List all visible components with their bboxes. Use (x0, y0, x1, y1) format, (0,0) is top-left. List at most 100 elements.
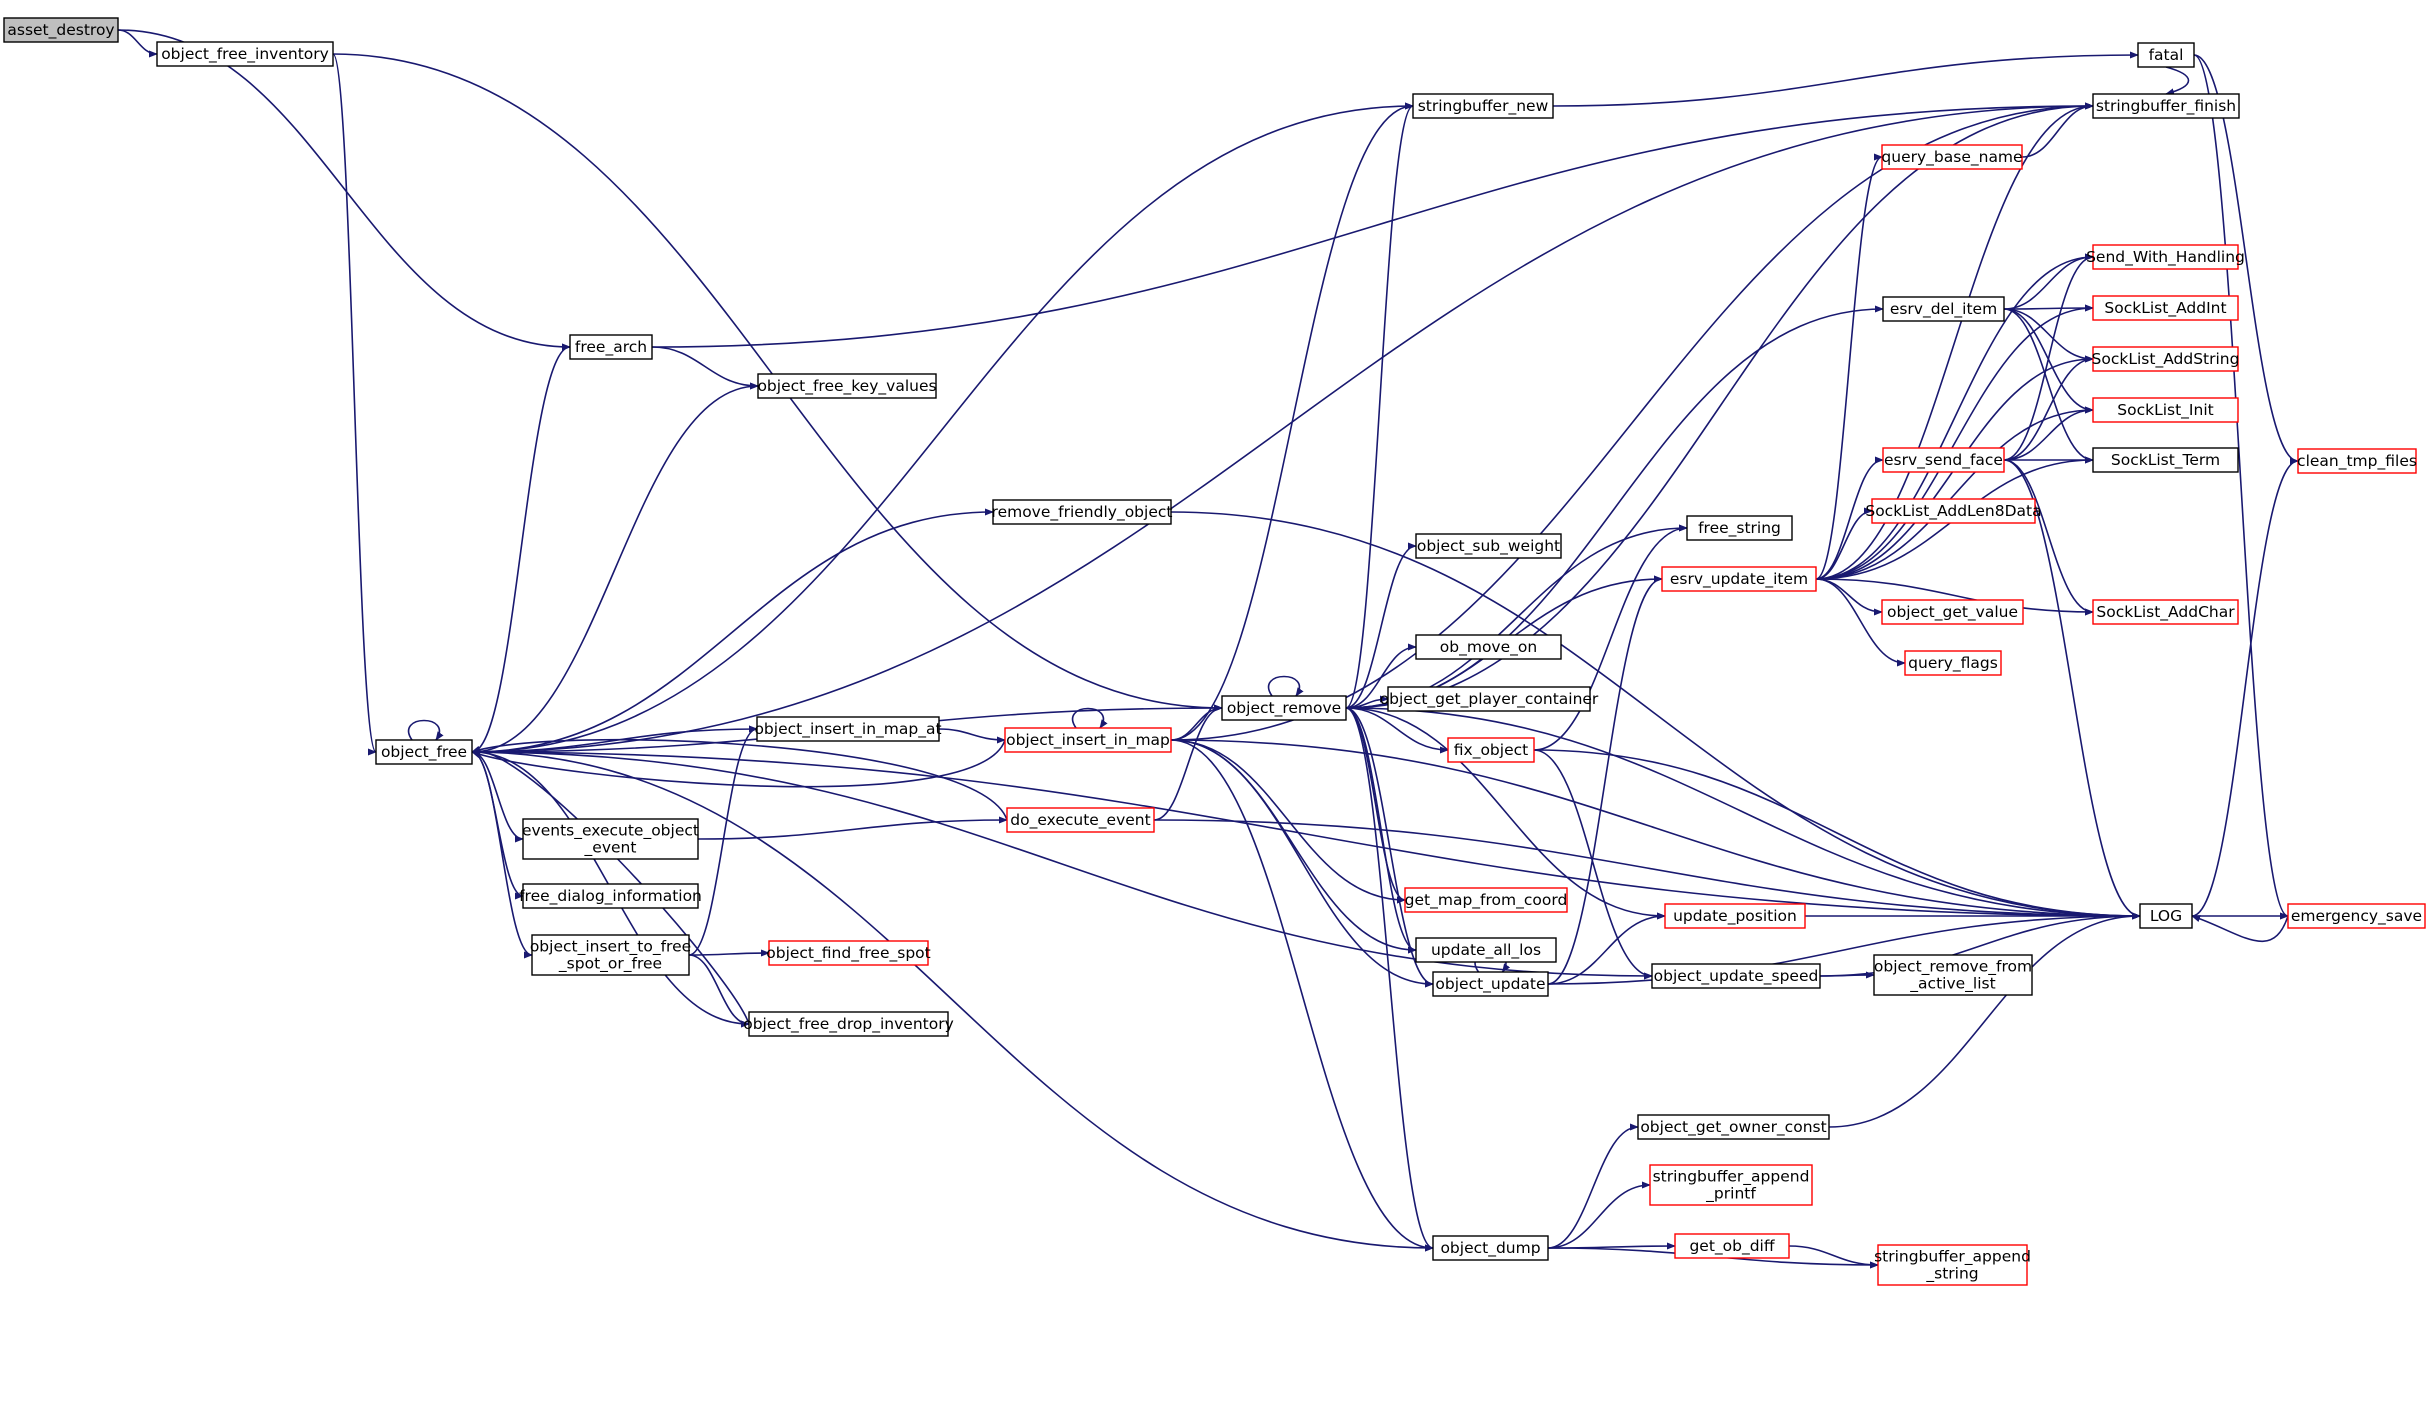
node-object_free_drop_inventory[interactable]: object_free_drop_inventory (743, 1011, 954, 1037)
node-fatal[interactable]: fatal (2137, 42, 2195, 68)
node-label: esrv_del_item (1890, 300, 1997, 319)
node-box (1881, 599, 2024, 625)
node-SockList_AddString[interactable]: SockList_AddString (2092, 346, 2240, 372)
node-object_update[interactable]: object_update (1432, 971, 1549, 997)
node-object_get_owner_const[interactable]: object_get_owner_const (1637, 1114, 1830, 1140)
edge-esrv_del_item-to-SockList_AddInt (2003, 304, 2094, 312)
node-get_ob_diff[interactable]: get_ob_diff (1674, 1233, 1790, 1259)
node-stringbuffer_finish[interactable]: stringbuffer_finish (2092, 93, 2240, 119)
node-label: events_execute_object_event (522, 822, 699, 858)
node-esrv_update_item[interactable]: esrv_update_item (1661, 566, 1817, 592)
node-label: object_update (1435, 975, 1545, 994)
node-label: object_free_drop_inventory (743, 1015, 954, 1034)
node-object_insert_in_map_at[interactable]: object_insert_in_map_at (754, 716, 942, 742)
node-label: SockList_AddChar (2096, 603, 2235, 622)
edge-esrv_update_item-to-stringbuffer_finish (1815, 102, 2094, 580)
node-update_position[interactable]: update_position (1664, 903, 1806, 929)
node-query_base_name[interactable]: query_base_name (1881, 144, 2023, 170)
node-box (1904, 650, 2002, 676)
node-asset_destroy[interactable]: asset_destroy (3, 17, 119, 43)
node-box (2092, 295, 2239, 321)
node-free_dialog_information[interactable]: free_dialog_information (519, 883, 702, 909)
node-label: query_base_name (1881, 148, 2022, 167)
node-Send_With_Handling[interactable]: Send_With_Handling (2086, 244, 2245, 270)
edge-esrv_update_item-to-query_base_name (1815, 153, 1883, 580)
node-box (1221, 695, 1347, 721)
node-update_all_los[interactable]: update_all_los (1415, 937, 1557, 963)
node-box (3, 17, 119, 43)
node-box (156, 41, 334, 67)
node-label: SockList_Init (2117, 401, 2213, 420)
node-ob_move_on[interactable]: ob_move_on (1415, 634, 1562, 660)
node-SockList_AddLen8Data[interactable]: SockList_AddLen8Data (1865, 498, 2042, 524)
edge-query_base_name-to-stringbuffer_finish (2021, 102, 2094, 158)
node-label: free_arch (575, 338, 647, 357)
node-box (992, 499, 1172, 525)
node-object_update_speed[interactable]: object_update_speed (1651, 963, 1821, 989)
node-LOG[interactable]: LOG (2139, 903, 2193, 929)
node-free_arch[interactable]: free_arch (569, 334, 653, 360)
node-events_execute_object_event[interactable]: events_execute_object_event (522, 818, 699, 860)
node-object_get_player_container[interactable]: object_get_player_container (1380, 686, 1599, 712)
edge-fix_object-to-LOG (1533, 749, 2141, 920)
node-object_free_inventory[interactable]: object_free_inventory (156, 41, 334, 67)
node-box (1674, 1233, 1790, 1259)
node-label: query_flags (1908, 654, 1998, 673)
node-do_execute_event[interactable]: do_execute_event (1006, 807, 1155, 833)
node-object_remove_from_active_list[interactable]: object_remove_from_active_list (1873, 954, 2033, 996)
node-object_get_value[interactable]: object_get_value (1881, 599, 2024, 625)
node-box (1686, 515, 1793, 541)
edge-remove_friendly_object-to-LOG (1170, 511, 2141, 920)
node-esrv_send_face[interactable]: esrv_send_face (1882, 447, 2005, 473)
node-clean_tmp_files[interactable]: clean_tmp_files (2297, 448, 2417, 474)
edge-esrv_update_item-to-esrv_send_face (1815, 456, 1884, 580)
node-SockList_Term[interactable]: SockList_Term (2092, 447, 2239, 473)
node-SockList_AddInt[interactable]: SockList_AddInt (2092, 295, 2239, 321)
node-box (1882, 447, 2005, 473)
edge-layer (117, 29, 2299, 1269)
edge-esrv_send_face-to-Send_With_Handling (2003, 253, 2094, 461)
node-box (1881, 144, 2023, 170)
node-free_string[interactable]: free_string (1686, 515, 1793, 541)
node-get_map_from_coord[interactable]: get_map_from_coord (1404, 887, 1568, 913)
edge-object_remove-to-LOG (1345, 707, 2141, 920)
node-label: clean_tmp_files (2297, 452, 2417, 471)
node-stringbuffer_new[interactable]: stringbuffer_new (1412, 93, 1554, 119)
node-SockList_AddChar[interactable]: SockList_AddChar (2092, 599, 2239, 625)
edge-do_execute_event-to-object_free (471, 738, 1008, 821)
node-layer: asset_destroy object_free_inventoryobject… (3, 17, 2426, 1286)
edge-do_execute_event-to-LOG (1153, 819, 2141, 920)
node-object_free[interactable]: object_free (375, 739, 473, 765)
node-box (1873, 954, 2033, 996)
node-emergency_save[interactable]: emergency_save (2287, 903, 2426, 929)
node-fix_object[interactable]: fix_object (1447, 737, 1535, 763)
node-remove_friendly_object[interactable]: remove_friendly_object (992, 499, 1173, 525)
node-object_insert_to_free_spot_or_free[interactable]: object_insert_to_free_spot_or_free (530, 934, 691, 976)
node-object_remove[interactable]: object_remove (1221, 695, 1347, 721)
edge-fix_object-to-object_update_speed (1533, 749, 1653, 980)
node-box (531, 934, 690, 976)
node-label: do_execute_event (1010, 811, 1150, 830)
node-box (1447, 737, 1535, 763)
edge-object_insert_in_map-to-object_insert_in_map (1071, 707, 1108, 729)
node-stringbuffer_append_printf[interactable]: stringbuffer_append_printf (1649, 1164, 1813, 1206)
node-box (1637, 1114, 1830, 1140)
node-label: free_string (1698, 519, 1781, 538)
node-query_flags[interactable]: query_flags (1904, 650, 2002, 676)
node-label: object_free (381, 743, 467, 762)
node-stringbuffer_append_string[interactable]: stringbuffer_append_string (1874, 1244, 2031, 1286)
node-box (1006, 807, 1155, 833)
node-object_find_free_spot[interactable]: object_find_free_spot (766, 940, 931, 966)
node-object_sub_weight[interactable]: object_sub_weight (1415, 533, 1562, 559)
node-object_dump[interactable]: object_dump (1432, 1235, 1549, 1261)
node-label: stringbuffer_finish (2096, 97, 2236, 116)
node-label: SockList_AddLen8Data (1865, 502, 2041, 521)
node-SockList_Init[interactable]: SockList_Init (2092, 397, 2239, 423)
node-esrv_del_item[interactable]: esrv_del_item (1882, 296, 2005, 322)
edge-object_insert_to_free_spot_or_free-to-object_insert_in_map_at (688, 725, 758, 956)
node-label: update_all_los (1431, 941, 1541, 960)
node-object_free_key_values[interactable]: object_free_key_values (757, 373, 937, 399)
node-box (1651, 963, 1821, 989)
edge-object_free-to-object_dump (471, 751, 1434, 1252)
node-object_insert_in_map[interactable]: object_insert_in_map (1004, 727, 1172, 753)
